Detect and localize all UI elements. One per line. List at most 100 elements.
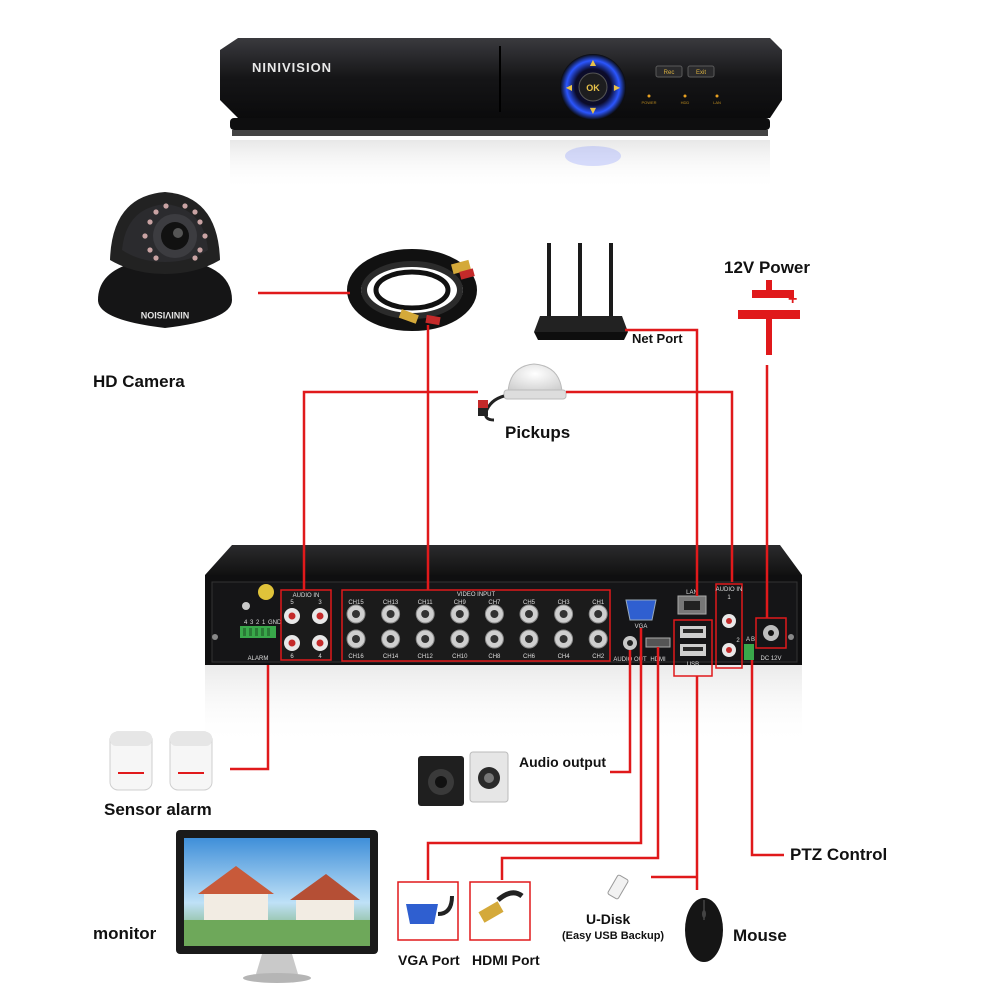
svg-text:LAN: LAN bbox=[686, 590, 698, 596]
down-arrow-icon[interactable]: ▼ bbox=[590, 106, 597, 115]
svg-text:LAN: LAN bbox=[713, 100, 721, 105]
bnc-video-input[interactable] bbox=[554, 604, 574, 624]
svg-text:1: 1 bbox=[727, 595, 731, 601]
connection-lines bbox=[230, 291, 784, 890]
hdmi-port-label: HDMI Port bbox=[472, 952, 540, 968]
left-arrow-icon[interactable]: ◀ bbox=[566, 83, 573, 92]
usb-ports[interactable]: USB bbox=[673, 619, 713, 677]
hdmi-cable-image bbox=[469, 881, 531, 941]
svg-text:4: 4 bbox=[244, 620, 248, 626]
svg-text:Rec: Rec bbox=[664, 70, 675, 76]
channel-label: CH5 bbox=[523, 600, 536, 606]
power-battery-symbol: + bbox=[738, 280, 800, 355]
bnc-video-input[interactable] bbox=[484, 629, 504, 649]
svg-text:AUDIO IN: AUDIO IN bbox=[293, 593, 320, 599]
channel-label: CH6 bbox=[523, 654, 536, 660]
bnc-video-input[interactable] bbox=[346, 629, 366, 649]
ok-button[interactable]: OK bbox=[586, 83, 600, 93]
pickups-label: Pickups bbox=[505, 423, 571, 442]
svg-text:2: 2 bbox=[736, 638, 740, 644]
bnc-video-input[interactable] bbox=[450, 604, 470, 624]
svg-text:3: 3 bbox=[250, 620, 254, 626]
exit-button[interactable] bbox=[687, 65, 715, 78]
ptz-control-label: PTZ Control bbox=[790, 845, 888, 864]
monitor-image bbox=[176, 830, 378, 983]
speakers-image bbox=[418, 751, 509, 806]
bnc-video-input[interactable] bbox=[484, 604, 504, 624]
audio-output-label: Audio output bbox=[519, 754, 607, 770]
bnc-video-input[interactable] bbox=[381, 629, 401, 649]
bnc-video-input[interactable] bbox=[381, 604, 401, 624]
router-image bbox=[534, 243, 628, 340]
status-leds: POWER HDD LAN bbox=[641, 94, 721, 105]
channel-label: CH1 bbox=[592, 600, 605, 606]
channel-label: CH2 bbox=[592, 654, 605, 660]
video-input-panel: VIDEO INPUT bbox=[341, 589, 611, 662]
channel-label: CH3 bbox=[558, 600, 571, 606]
svg-text:GND: GND bbox=[268, 620, 282, 626]
bnc-video-input[interactable] bbox=[450, 629, 470, 649]
svg-text:Exit: Exit bbox=[696, 70, 706, 76]
pickup-microphone-image bbox=[478, 363, 567, 422]
dvr-brand-logo: NINIVISION bbox=[252, 60, 332, 75]
mouse-label: Mouse bbox=[733, 926, 787, 945]
vga-cable-image bbox=[397, 881, 459, 941]
vga-connector[interactable]: VGA bbox=[625, 599, 657, 630]
bnc-video-input[interactable] bbox=[519, 604, 539, 624]
svg-text:2: 2 bbox=[256, 620, 260, 626]
channel-label: CH13 bbox=[383, 600, 399, 606]
svg-text:3: 3 bbox=[318, 600, 322, 606]
channel-label: CH7 bbox=[488, 600, 501, 606]
svg-text:1: 1 bbox=[262, 620, 266, 626]
svg-text:4: 4 bbox=[318, 654, 322, 660]
channel-label: CH15 bbox=[348, 600, 364, 606]
up-arrow-icon[interactable]: ▲ bbox=[590, 58, 597, 67]
alarm-label: ALARM bbox=[248, 656, 269, 662]
mouse-image bbox=[685, 898, 723, 962]
rca-audio-input[interactable] bbox=[284, 635, 300, 651]
ptz-terminal[interactable]: A B bbox=[744, 637, 755, 660]
bnc-video-input[interactable] bbox=[519, 629, 539, 649]
bnc-video-input[interactable] bbox=[588, 604, 608, 624]
channel-label: CH11 bbox=[418, 600, 434, 606]
dc-power-jack[interactable]: DC 12V bbox=[755, 617, 787, 662]
bnc-video-input[interactable] bbox=[554, 629, 574, 649]
svg-text:VIDEO INPUT: VIDEO INPUT bbox=[457, 592, 496, 598]
plus-sign: + bbox=[788, 291, 797, 308]
bnc-video-input[interactable] bbox=[415, 604, 435, 624]
alarm-terminal[interactable]: 4 3 2 1 GND ALARM bbox=[240, 584, 282, 662]
bnc-video-input[interactable] bbox=[588, 629, 608, 649]
right-arrow-icon[interactable]: ▶ bbox=[614, 83, 621, 92]
hd-camera-image: NINIVISION bbox=[98, 192, 232, 328]
svg-text:USB: USB bbox=[687, 662, 699, 668]
lan-port[interactable]: LAN bbox=[677, 590, 707, 615]
net-port-label: Net Port bbox=[632, 331, 683, 346]
channel-label: CH4 bbox=[558, 654, 571, 660]
channel-label: CH16 bbox=[348, 654, 364, 660]
channel-label: CH10 bbox=[452, 654, 468, 660]
svg-text:HDD: HDD bbox=[681, 100, 690, 105]
rec-button[interactable] bbox=[655, 65, 683, 78]
rca-audio-input[interactable] bbox=[284, 608, 300, 624]
u-disk-label: U-Disk bbox=[586, 911, 631, 927]
bnc-video-input[interactable] bbox=[346, 604, 366, 624]
svg-text:B: B bbox=[751, 637, 755, 643]
sensor-alarm-label: Sensor alarm bbox=[104, 800, 212, 819]
hd-camera-label: HD Camera bbox=[93, 372, 185, 391]
channel-label: CH9 bbox=[454, 600, 467, 606]
rca-audio-input[interactable] bbox=[312, 635, 328, 651]
svg-text:DC 12V: DC 12V bbox=[760, 656, 781, 662]
channel-label: CH8 bbox=[488, 654, 501, 660]
audio-in-right-panel: AUDIO IN 1 2 bbox=[715, 583, 743, 669]
svg-text:A: A bbox=[746, 637, 750, 643]
sensor-alarm-image bbox=[109, 731, 213, 791]
channel-label: CH12 bbox=[418, 654, 434, 660]
bnc-video-input[interactable] bbox=[415, 629, 435, 649]
svg-text:VGA: VGA bbox=[635, 624, 648, 630]
channel-label: CH14 bbox=[383, 654, 399, 660]
coax-cable-coil-image bbox=[347, 249, 477, 331]
svg-text:6: 6 bbox=[290, 654, 294, 660]
rca-audio-input[interactable] bbox=[312, 608, 328, 624]
camera-brand-logo: NINIVISION bbox=[141, 310, 190, 320]
